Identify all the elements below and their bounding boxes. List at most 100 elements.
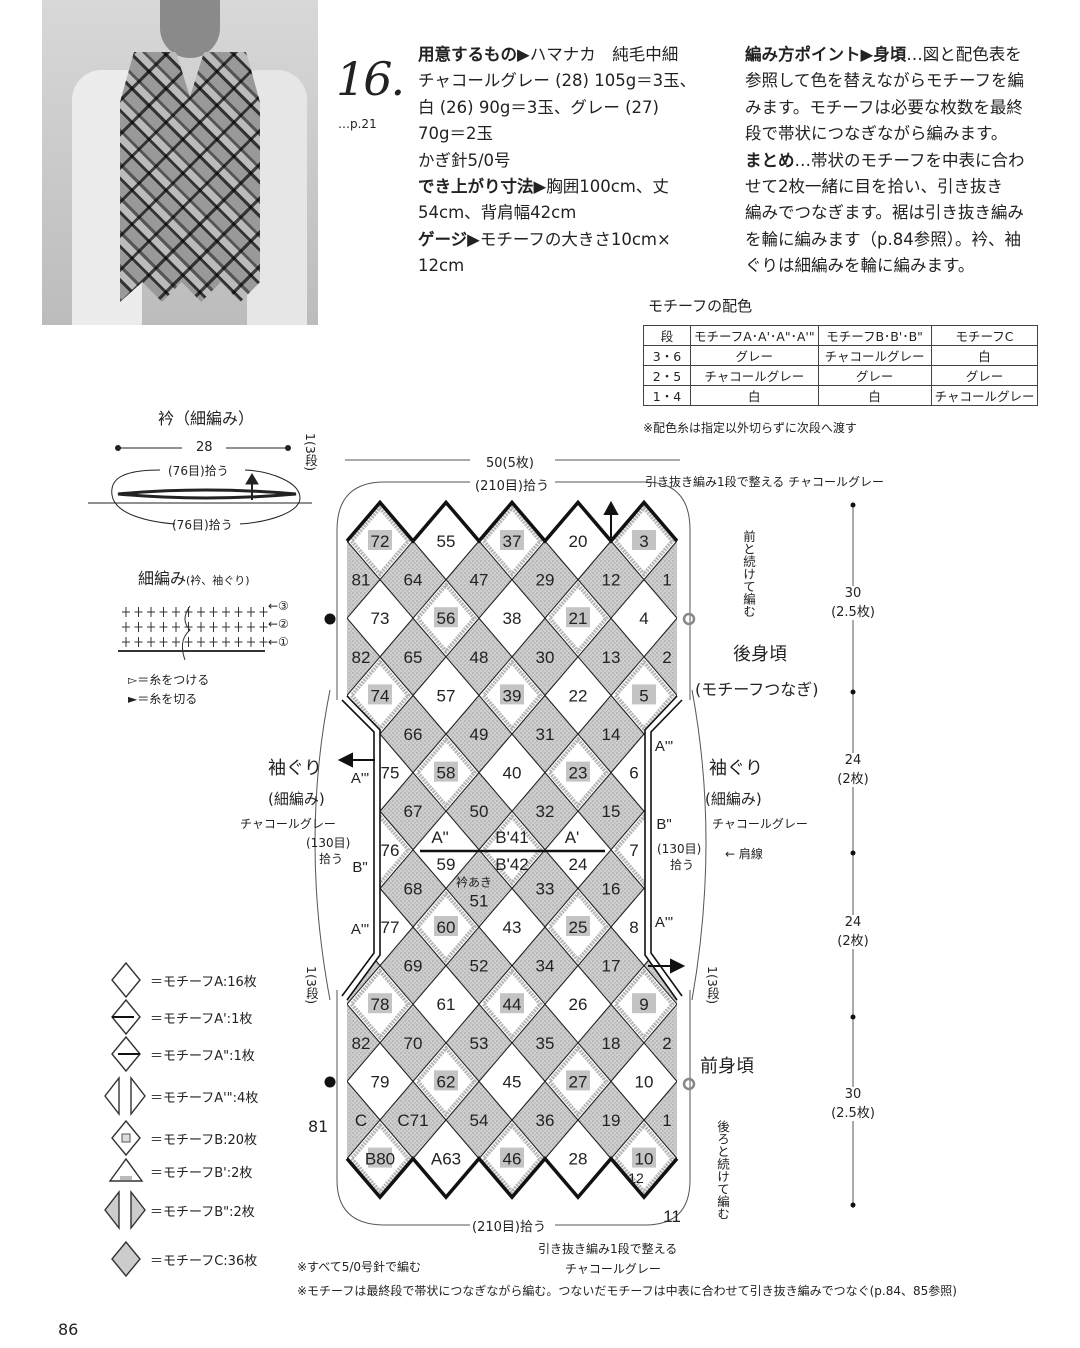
- motif-number: 57: [437, 686, 456, 705]
- open-arrow-icon: ▻: [128, 673, 138, 687]
- body-outline-guides: [314, 459, 854, 1226]
- motif-number-box: [368, 993, 392, 1014]
- motif-b-ring: [480, 813, 544, 887]
- page-reference: …p.21: [338, 117, 377, 131]
- stitch-row-label: ←①: [268, 635, 289, 649]
- motif-number-box: [632, 993, 656, 1014]
- motif-number-box: [500, 530, 524, 550]
- table-row: 2・5 チャコールグレー グレー グレー: [643, 365, 1039, 386]
- top-finish-label: 引き抜き編み1段で整える チャコールグレー: [645, 475, 884, 489]
- motif-b-ring: [414, 890, 478, 964]
- motif-number: 60: [437, 918, 456, 937]
- motif-number: 1: [662, 571, 671, 590]
- motif-number: 74: [371, 686, 390, 705]
- instructions-block: 編み方ポイント▶身頃…図と配色表を 参照して色を替えながらモチーフを編 みます。…: [745, 42, 1025, 280]
- motif-number: 47: [470, 571, 489, 590]
- half-diamonds-shaded-icon: [104, 1190, 146, 1230]
- motif-number: 69: [404, 957, 423, 976]
- motif-number: 54: [470, 1111, 489, 1130]
- page-number: 86: [58, 1320, 79, 1339]
- motif-legend-item: ＝モチーフA:16枚: [104, 960, 257, 1000]
- motif-legend-label: ＝モチーフB':2枚: [150, 1165, 253, 1181]
- materials-line: チャコールグレー (28) 105g＝3玉、: [418, 71, 697, 91]
- dimension-label: 24(2枚): [828, 753, 878, 787]
- collar-pickup-bottom: (76目)拾う: [172, 518, 233, 532]
- armhole-right-pickup: (130目): [657, 842, 702, 856]
- motif-legend-label: ＝モチーフA'":4枚: [150, 1090, 259, 1106]
- instructions-line: 参照して色を替えながらモチーフを編: [745, 71, 1025, 91]
- diamond-shaded-icon: [111, 1240, 141, 1278]
- dot-marker-icon: [324, 1076, 336, 1088]
- materials-line: 白 (26) 90g＝3玉、グレー (27): [418, 97, 659, 117]
- step-label-left: 1(3段): [304, 966, 319, 1005]
- motif-number: 48: [470, 648, 489, 667]
- motif-number: 7: [629, 841, 638, 860]
- instructions-line: 編み方ポイント▶身頃…図と配色表を: [745, 45, 1022, 64]
- motif-number: 33: [536, 879, 555, 898]
- neckline-upper-label: B'41: [495, 828, 529, 847]
- instructions-line: みます。モチーフは必要な枚数を最終: [745, 97, 1023, 117]
- motif-b-ring: [348, 504, 412, 578]
- filled-arrow-icon: ►: [128, 692, 138, 706]
- bottom-finish-color: チャコールグレー: [565, 1262, 661, 1276]
- yarn-join-path: [181, 605, 191, 661]
- motif-number: 46: [503, 1150, 522, 1169]
- top-edge: [345, 499, 679, 544]
- neckline-upper-label: A": [431, 828, 448, 847]
- motif-b-ring: [348, 659, 412, 732]
- motif-number: 49: [470, 725, 489, 744]
- dimension-label: 30(2.5枚): [828, 1087, 878, 1121]
- photo-model-head: [160, 0, 220, 58]
- motif-legend-label: ＝モチーフA:16枚: [150, 974, 257, 990]
- half-diamonds-icon: [104, 1076, 146, 1116]
- motif-number: 73: [371, 609, 390, 628]
- color-table: 段 モチーフA･A'･A"･A'" モチーフB･B'･B" モチーフC 3・6 …: [643, 325, 1039, 406]
- stitch-row-label: ←③: [268, 599, 289, 613]
- diamond-square-icon: [111, 1119, 141, 1157]
- motif-b-ring: [612, 967, 676, 1041]
- note-needle: ※すべて5/0号針で編む: [297, 1260, 422, 1274]
- motif-number: 61: [437, 995, 456, 1014]
- motif-number: 17: [602, 957, 621, 976]
- motif-number-box: [434, 607, 458, 628]
- side-motif-mark: B": [352, 859, 367, 876]
- table-cell: チャコールグレー: [930, 385, 1039, 406]
- motif-b-ring: [348, 967, 412, 1041]
- motif-b-ring: [480, 967, 544, 1041]
- motif-number: 29: [536, 571, 555, 590]
- materials-line: 54cm、背肩幅42cm: [418, 203, 577, 223]
- motif-number: 31: [536, 725, 555, 744]
- motif-number-box: [500, 1147, 524, 1168]
- step-label-right: 1(3段): [705, 966, 720, 1005]
- legend-cut-yarn: ►＝糸を切る: [128, 692, 198, 706]
- motif-number: 2: [662, 648, 671, 667]
- motif-number: 1: [662, 1111, 671, 1130]
- motif-b-ring: [480, 659, 544, 732]
- legend-attach-yarn: ▻＝糸をつける: [128, 673, 210, 687]
- motif-number: 51: [470, 891, 489, 910]
- motif-legend-label: ＝モチーフA':1枚: [150, 1011, 253, 1027]
- motif-number: 28: [569, 1150, 588, 1169]
- top-pickup-label: (210目)拾う: [473, 475, 551, 494]
- motif-number: 22: [569, 686, 588, 705]
- motif-number: 77: [381, 918, 400, 937]
- side-motif-mark: B": [656, 816, 671, 833]
- motif-number: 10: [635, 1150, 654, 1169]
- table-header: モチーフC: [930, 325, 1039, 346]
- motif-number: 37: [503, 532, 522, 551]
- motif-number: 68: [404, 879, 423, 898]
- motif-number: 15: [602, 802, 621, 821]
- motif-number: 75: [381, 764, 400, 783]
- motif-number: 58: [437, 764, 456, 783]
- continue-front-label: 前と続けて編む: [741, 530, 756, 618]
- motif-number: 65: [404, 648, 423, 667]
- motif-number: 56: [437, 609, 456, 628]
- armhole-lines: [341, 695, 683, 1001]
- motif-b-ring: [414, 1045, 478, 1118]
- back-body-label: 後身頃: [733, 644, 787, 665]
- instructions-line: せて2枚一緒に目を拾い、引き抜き: [745, 177, 1003, 197]
- continue-back-label: 後ろと続けて編む: [715, 1120, 730, 1220]
- motif-number: 43: [503, 918, 522, 937]
- stitch-chart-title: 細編み(衿、袖ぐり): [138, 569, 250, 588]
- motif-b-ring: [546, 581, 610, 655]
